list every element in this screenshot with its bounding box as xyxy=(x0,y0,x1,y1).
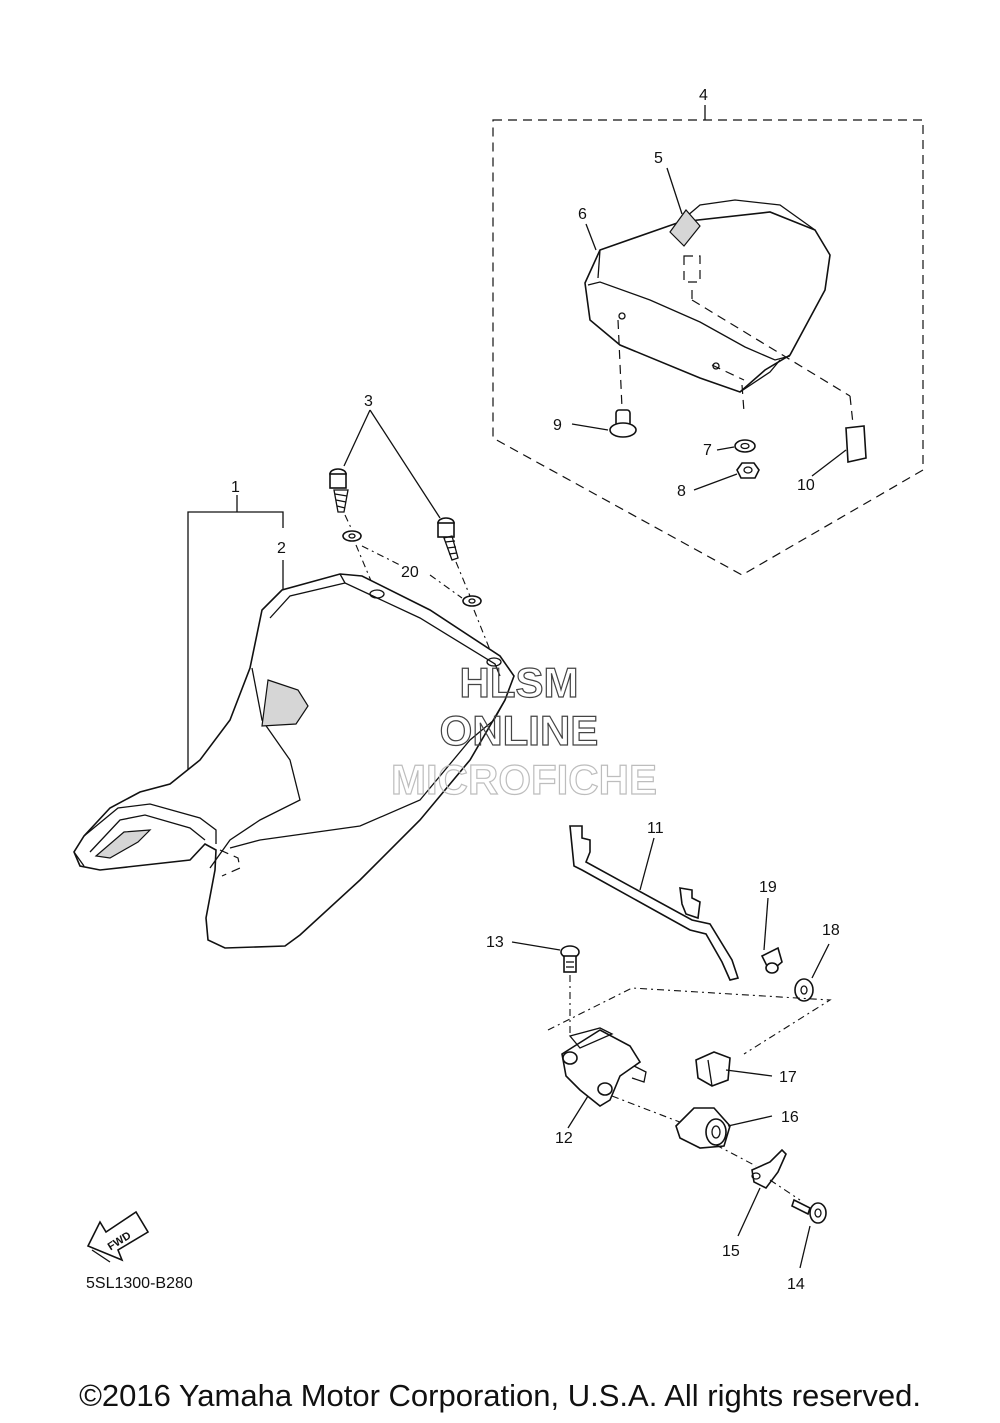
callout-2: 2 xyxy=(277,540,286,557)
clip-part-19 xyxy=(760,897,783,974)
callout-9: 9 xyxy=(553,417,562,434)
callout-labels: 1 2 3 4 5 6 7 8 9 10 11 12 13 14 15 16 1… xyxy=(231,87,840,1293)
watermark-line-1: HLSM xyxy=(460,659,579,706)
collar-part-17 xyxy=(695,1051,773,1087)
callout-17: 17 xyxy=(779,1069,797,1086)
callout-7: 7 xyxy=(703,442,712,459)
grommets-part-20 xyxy=(342,514,493,656)
pad-part-10 xyxy=(811,425,867,477)
callout-8: 8 xyxy=(677,483,686,500)
bracket-part-15 xyxy=(737,1148,801,1237)
copyright-notice: ©2016 Yamaha Motor Corporation, U.S.A. A… xyxy=(79,1378,921,1413)
callout-18: 18 xyxy=(822,922,840,939)
assembly-boundary xyxy=(492,119,924,576)
mounting-outline xyxy=(547,987,832,1055)
callout-20: 20 xyxy=(401,564,419,581)
nut-part-8 xyxy=(693,462,760,491)
callout-19: 19 xyxy=(759,879,777,896)
callout-12: 12 xyxy=(555,1130,573,1147)
watermark: HLSM ONLINE MICROFICHE xyxy=(390,658,657,803)
callout-16: 16 xyxy=(781,1109,799,1126)
diagram-code: 5SL1300-B280 xyxy=(86,1275,193,1292)
seat-cowl xyxy=(584,199,854,425)
callout-13: 13 xyxy=(486,934,504,951)
washer-part-7 xyxy=(716,439,756,453)
lock-holder-part-12 xyxy=(561,1027,691,1129)
callout-10: 10 xyxy=(797,477,815,494)
damper-part-9 xyxy=(571,409,637,438)
bolts-part-3 xyxy=(329,409,459,561)
seat-part-1 xyxy=(73,495,515,949)
fwd-arrow-icon: FWD xyxy=(86,1210,150,1263)
callout-5: 5 xyxy=(654,150,663,167)
watermark-line-2: ONLINE xyxy=(440,707,599,754)
seat-label-part-2 xyxy=(261,679,309,727)
callout-4: 4 xyxy=(699,87,708,104)
washer-part-18 xyxy=(794,943,830,1002)
callout-14: 14 xyxy=(787,1276,805,1293)
bolt-part-14 xyxy=(791,1198,827,1269)
callout-11: 11 xyxy=(647,820,664,837)
emblem xyxy=(669,209,701,247)
lock-cylinder-part-16 xyxy=(675,1107,773,1167)
callout-3: 3 xyxy=(364,393,373,410)
watermark-line-3: MICROFICHE xyxy=(391,756,657,803)
rod-part-11 xyxy=(569,825,740,981)
callout-1: 1 xyxy=(231,479,240,496)
callout-6: 6 xyxy=(578,206,587,223)
callout-15: 15 xyxy=(722,1243,740,1260)
seat-cowl-assembly xyxy=(492,105,924,576)
screw-part-13 xyxy=(511,941,580,1035)
